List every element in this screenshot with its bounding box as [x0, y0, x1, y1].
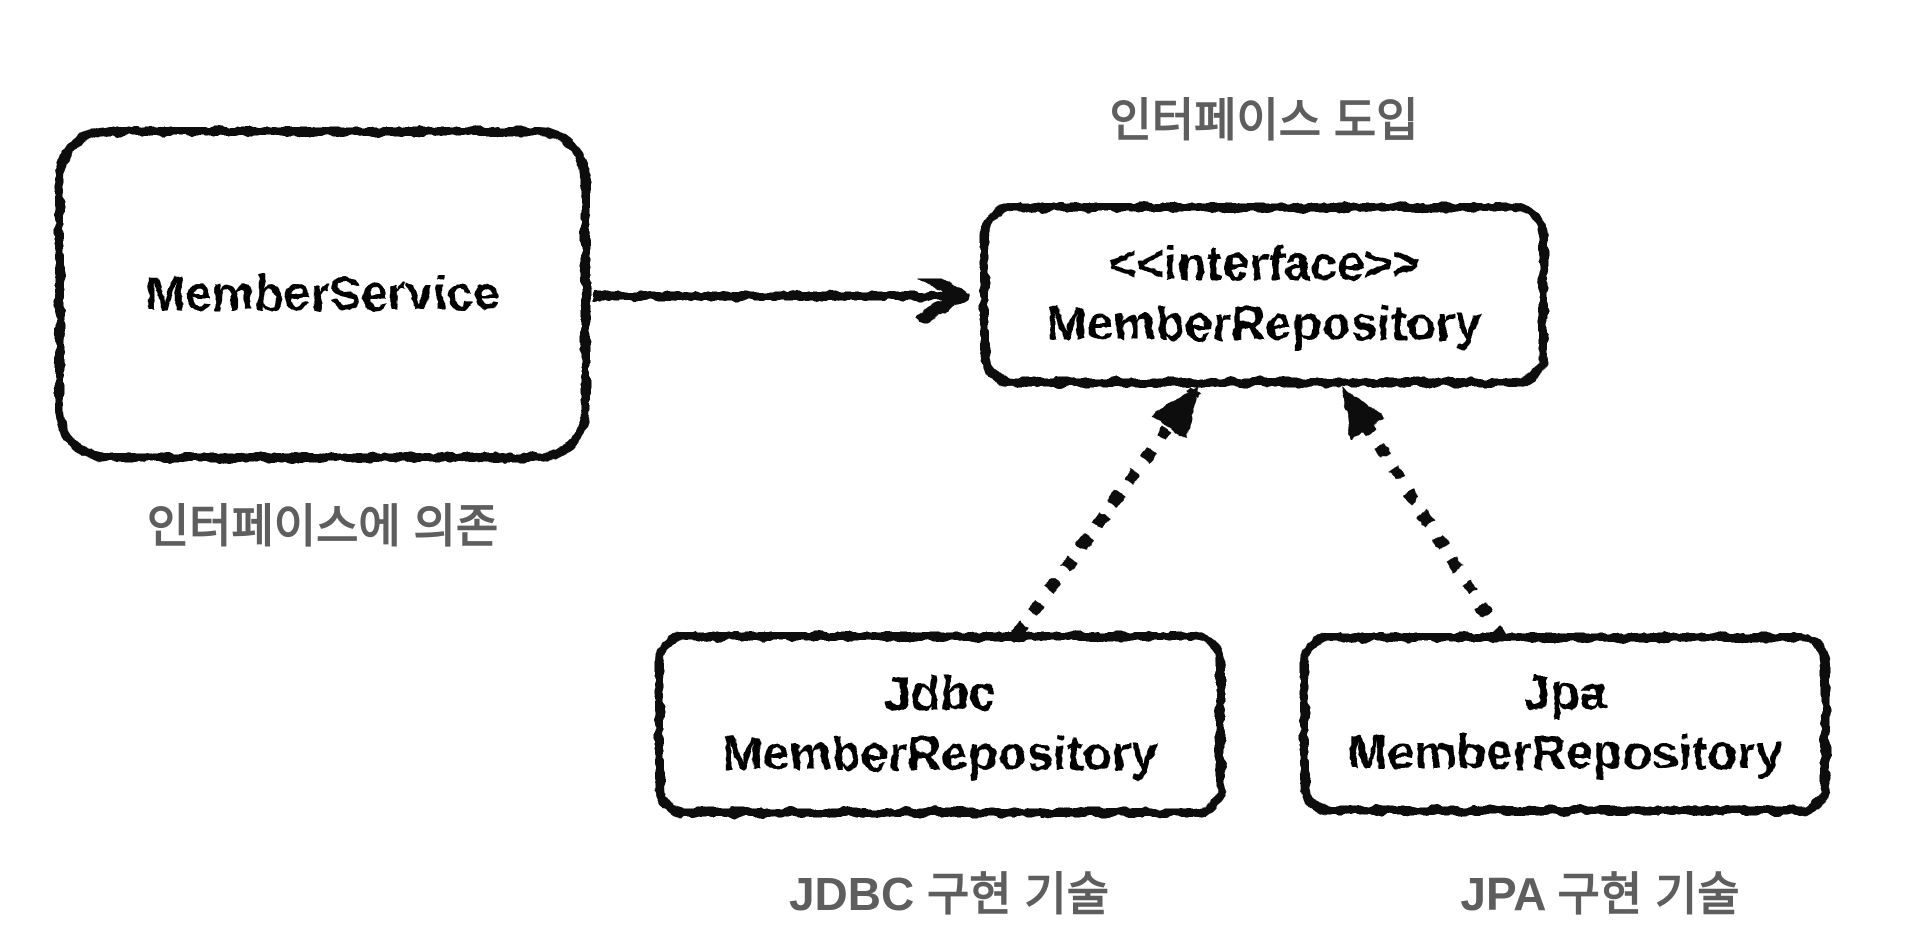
jdbc-implements-arrow — [1012, 386, 1201, 638]
node-jdbc-member-repository: Jdbc MemberRepository — [655, 632, 1225, 817]
caption-interface-intro: 인터페이스 도입 — [1109, 94, 1419, 146]
caption-jpa-implementation: JPA 구현 기술 — [1460, 868, 1740, 920]
jdbc-label-line1: Jdbc — [883, 667, 997, 721]
member-service-label: MemberService — [145, 267, 500, 321]
node-member-repository-interface: <<interface>> MemberRepository — [980, 203, 1548, 387]
caption-jdbc-implementation: JDBC 구현 기술 — [788, 868, 1110, 920]
jpa-label-line2: MemberRepository — [1347, 727, 1783, 780]
caption-depends-on-interface: 인터페이스에 의존 — [146, 500, 499, 552]
node-jpa-member-repository: Jpa MemberRepository — [1300, 633, 1830, 815]
jpa-label-line1: Jpa — [1523, 667, 1607, 720]
interface-label: MemberRepository — [1046, 298, 1482, 351]
jdbc-label-line2: MemberRepository — [722, 727, 1158, 781]
jpa-implements-arrow — [1338, 386, 1508, 642]
interface-stereotype: <<interface>> — [1107, 238, 1421, 291]
node-member-service: MemberService — [55, 127, 590, 462]
